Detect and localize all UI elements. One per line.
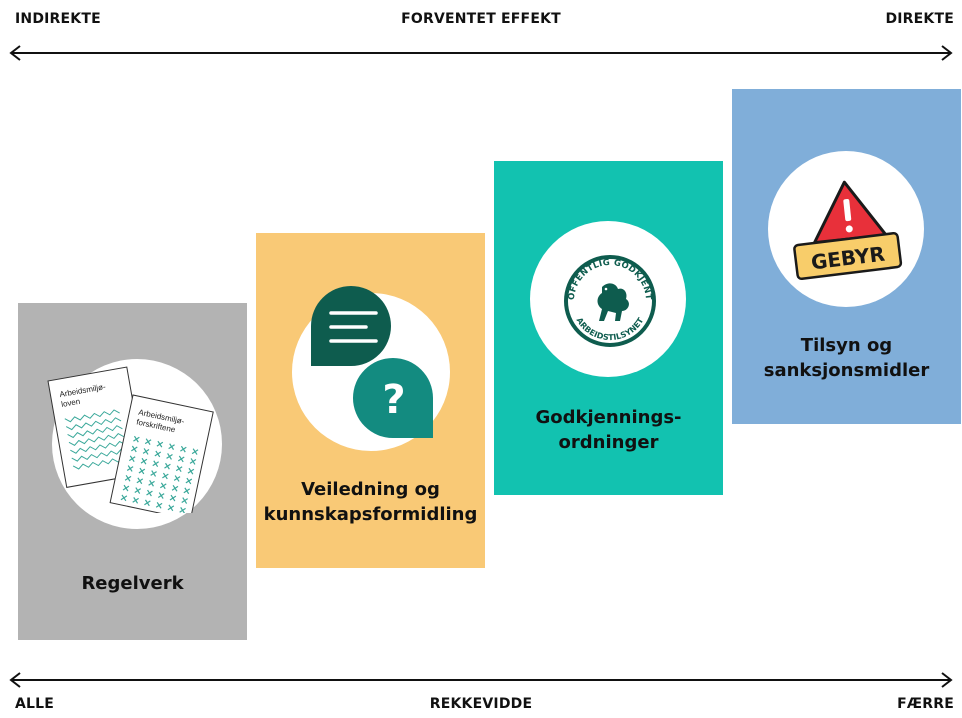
speech-bubbles-icon: ? xyxy=(311,286,433,438)
card-tilsyn: GEBYR Tilsyn og sanksjonsmidler xyxy=(732,89,961,424)
card-godkjenning-title: Godkjennings- ordninger xyxy=(494,405,723,455)
card-tilsyn-title: Tilsyn og sanksjonsmidler xyxy=(732,333,961,383)
law-documents-icon: Arbeidsmiljø- loven Arbeidsmiljø- forskr… xyxy=(47,366,214,513)
card-tilsyn-title-line1: Tilsyn og xyxy=(800,335,893,356)
top-axis-left-label: INDIREKTE xyxy=(15,11,101,27)
svg-text:?: ? xyxy=(382,377,405,423)
card-regelverk-title: Regelverk xyxy=(81,573,184,594)
approval-seal-icon: OFFENTLIG GODKJENT ARBEIDSTILSYNET xyxy=(564,255,656,347)
card-veiledning: ? Veiledning og kunnskapsformidling xyxy=(256,233,485,568)
card-godkjenning: OFFENTLIG GODKJENT ARBEIDSTILSYNET Godkj… xyxy=(494,161,723,495)
bottom-axis-left-label: ALLE xyxy=(15,696,55,712)
top-axis-center-label: FORVENTET EFFEKT xyxy=(401,11,561,27)
card-godkjenning-title-line2: ordninger xyxy=(558,432,659,453)
doc1-title-line2: loven xyxy=(61,397,81,409)
reach-axis-arrow xyxy=(9,672,953,688)
warning-fee-icon: GEBYR xyxy=(793,180,903,281)
top-axis-right-label: DIREKTE xyxy=(885,11,954,27)
card-godkjenning-title-line1: Godkjennings- xyxy=(535,407,682,428)
card-regelverk: Arbeidsmiljø- loven Arbeidsmiljø- forskr… xyxy=(18,303,247,640)
bottom-axis-right-label: FÆRRE xyxy=(897,696,954,712)
card-veiledning-title: Veiledning og kunnskapsformidling xyxy=(256,477,485,527)
effect-axis-arrow xyxy=(9,45,953,61)
bottom-axis-center-label: REKKEVIDDE xyxy=(429,696,533,712)
card-tilsyn-title-line2: sanksjonsmidler xyxy=(763,360,930,381)
card-veiledning-title-line2: kunnskapsformidling xyxy=(263,504,478,525)
card-veiledning-title-line1: Veiledning og xyxy=(301,479,440,500)
